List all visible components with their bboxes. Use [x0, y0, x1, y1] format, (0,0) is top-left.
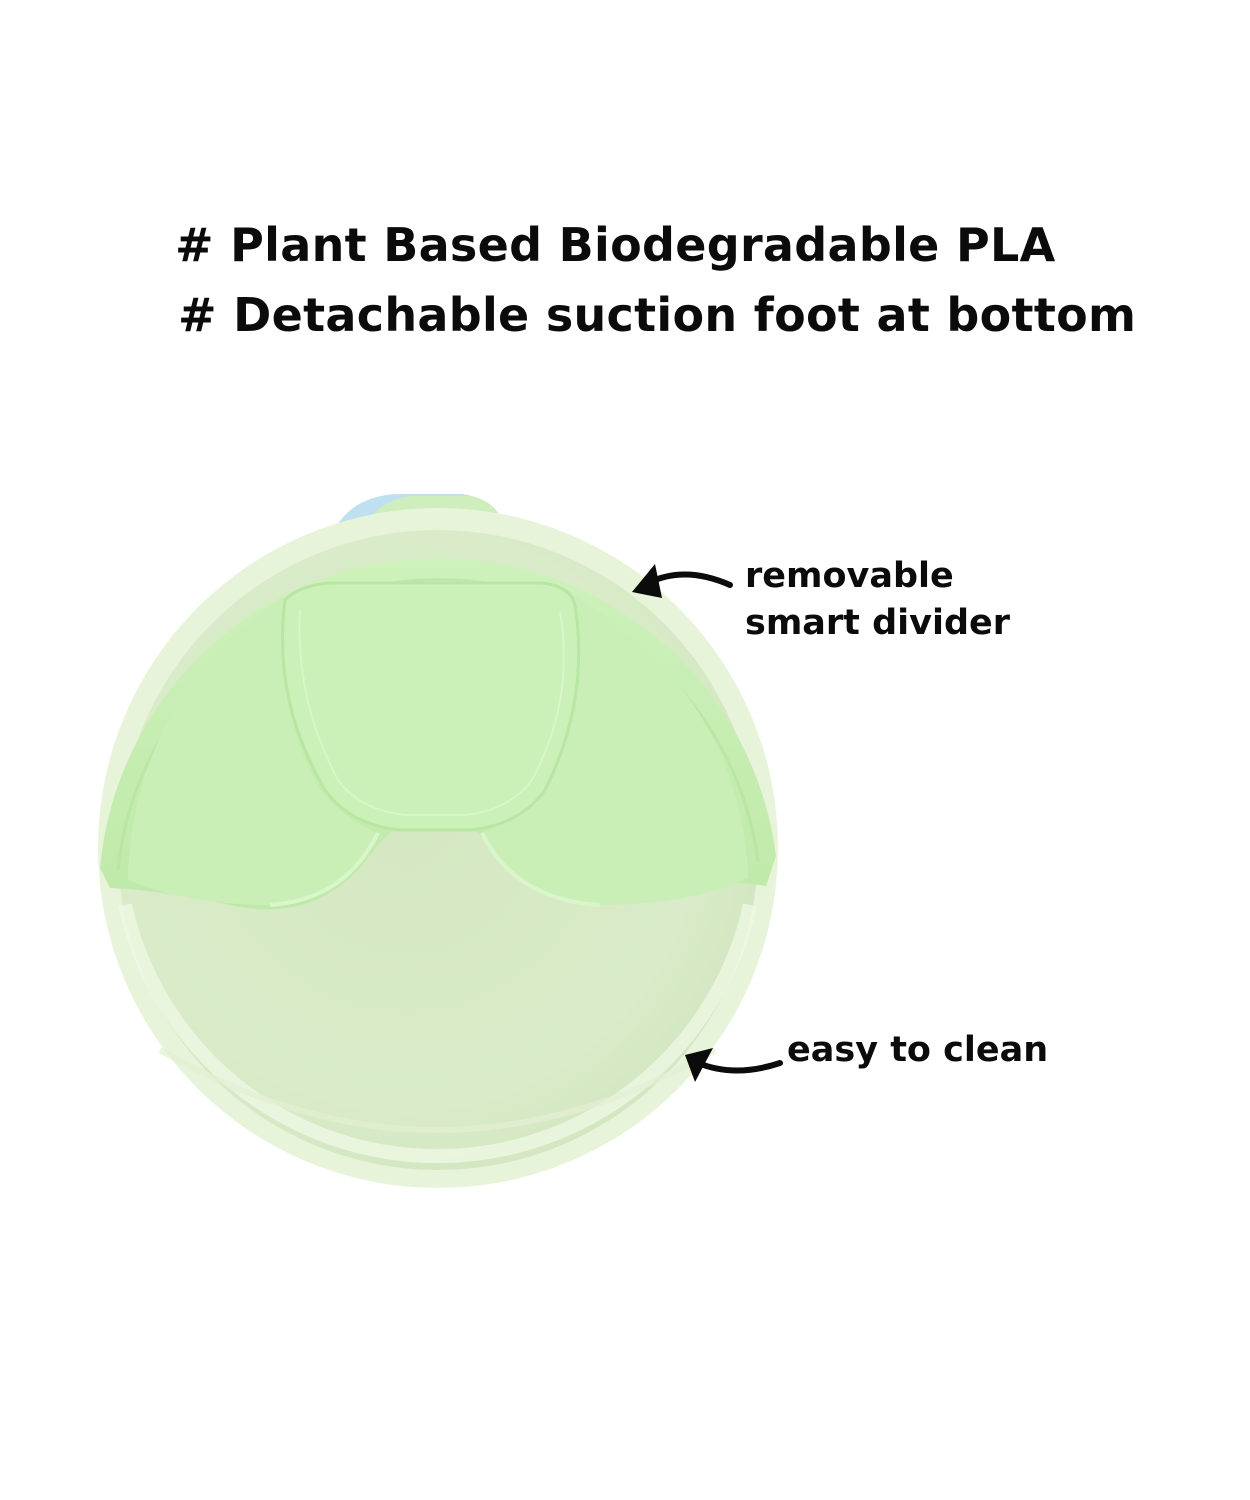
headline-material: # Plant Based Biodegradable PLA [175, 218, 1056, 272]
headline-suction-foot: # Detachable suction foot at bottom [178, 288, 1137, 342]
callout-divider-line2: smart divider [745, 603, 1011, 643]
arrow-icon [685, 1048, 783, 1082]
callout-divider: removable smart divider [745, 553, 1010, 647]
callout-clean: easy to clean [787, 1030, 1049, 1070]
arrow-icon [632, 564, 733, 598]
callout-divider-line1: removable [745, 556, 954, 596]
smart-divider [100, 558, 776, 910]
